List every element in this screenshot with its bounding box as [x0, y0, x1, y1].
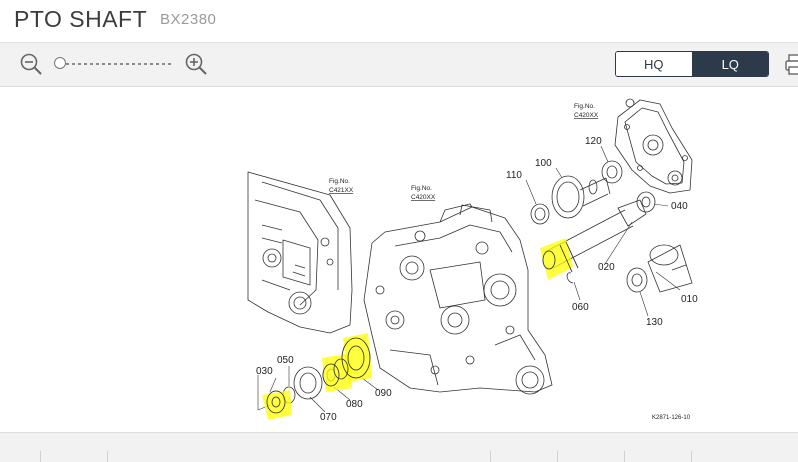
lq-button[interactable]: LQ [692, 52, 768, 76]
callout-leader-lines [257, 145, 681, 413]
part-callout-130[interactable]: 130 [646, 317, 663, 328]
bottom-divider [557, 451, 558, 462]
hq-button[interactable]: HQ [616, 52, 693, 76]
bottom-divider [691, 451, 692, 462]
zoom-slider-track [60, 63, 174, 65]
bottom-divider [107, 451, 108, 462]
bottom-divider [490, 451, 491, 462]
zoom-out-icon[interactable] [19, 52, 43, 76]
model-number: BX2380 [160, 11, 217, 28]
fig-ref-link[interactable]: C421XX [329, 187, 354, 194]
bearings-drawing [530, 160, 656, 293]
part-callout-070[interactable]: 070 [320, 412, 337, 423]
part-callout-040[interactable]: 040 [671, 201, 688, 212]
part-callout-030[interactable]: 030 [256, 366, 273, 377]
part-callout-020[interactable]: 020 [598, 262, 615, 273]
quality-toggle: HQ LQ [615, 51, 769, 77]
bottom-bar [0, 432, 798, 462]
parts-diagram[interactable]: Fig.No. C420XX Fig.No. C421XX Fig.No. C4… [0, 87, 798, 431]
drawing-code: K2871-126-10 [652, 415, 691, 421]
part-callout-090[interactable]: 090 [375, 388, 392, 399]
fig-ref-label[interactable]: Fig.No. [574, 103, 595, 110]
bottom-divider [40, 451, 41, 462]
part-callout-110[interactable]: 110 [506, 170, 522, 181]
center-housing-drawing [363, 203, 553, 395]
right-cover-drawing [614, 98, 693, 194]
gear-drawing [551, 175, 611, 219]
part-callout-120[interactable]: 120 [585, 136, 602, 147]
part-callout-100[interactable]: 100 [535, 158, 552, 169]
zoom-slider[interactable] [54, 55, 178, 73]
collar-drawing [647, 244, 693, 293]
part-callout-010[interactable]: 010 [681, 294, 698, 305]
print-icon[interactable] [784, 52, 798, 78]
title-bar: PTO SHAFT BX2380 [0, 0, 798, 43]
zoom-in-icon[interactable] [184, 52, 208, 76]
page-title: PTO SHAFT [14, 6, 148, 32]
zoom-slider-handle[interactable] [54, 57, 66, 69]
exploded-view-drawing: Fig.No. C420XX Fig.No. C421XX Fig.No. C4… [247, 98, 698, 423]
part-callout-080[interactable]: 080 [346, 399, 363, 410]
viewer-toolbar: HQ LQ [0, 43, 798, 87]
fig-ref-label[interactable]: Fig.No. [329, 178, 350, 185]
bottom-divider [624, 451, 625, 462]
part-callout-050[interactable]: 050 [277, 355, 294, 366]
fig-ref-label[interactable]: Fig.No. [411, 185, 432, 192]
left-housing-drawing [247, 171, 353, 334]
fig-ref-link[interactable]: C420XX [574, 112, 599, 119]
fig-ref-link[interactable]: C420XX [411, 194, 436, 201]
part-callout-060[interactable]: 060 [572, 302, 589, 313]
